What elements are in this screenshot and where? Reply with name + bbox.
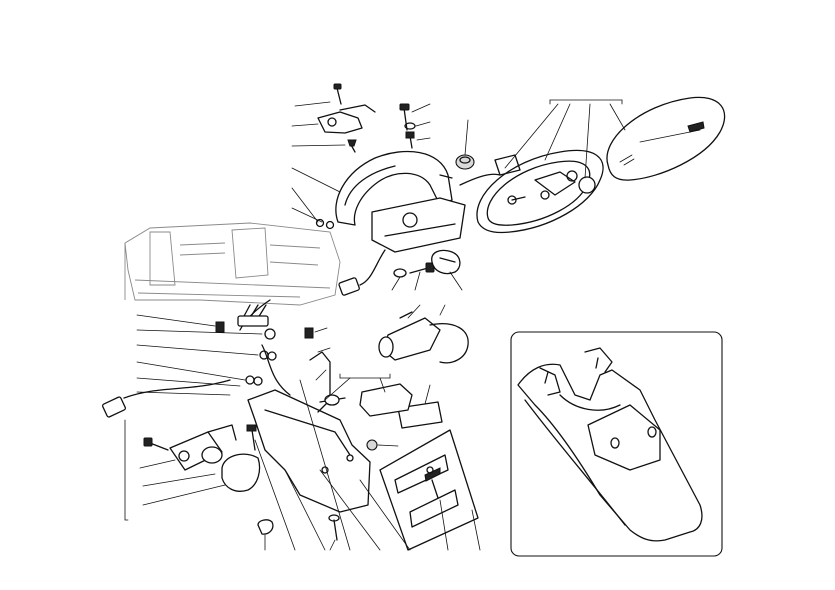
license-plate-frame xyxy=(379,429,479,551)
plate-light xyxy=(366,439,378,451)
tail-bracket xyxy=(315,197,466,253)
grab-handle xyxy=(335,150,453,226)
tail-light-lens xyxy=(606,96,726,181)
rear-turn-signal-left xyxy=(143,424,237,471)
left-connector xyxy=(101,379,231,418)
turn-signal-lens-left xyxy=(221,453,261,492)
rear-frame xyxy=(124,222,341,306)
rear-turn-signal-right xyxy=(319,383,413,417)
plate-holder-bracket xyxy=(247,351,371,513)
lower-fasteners xyxy=(246,424,340,541)
rear-mudguard xyxy=(517,347,703,542)
rubber-grommet xyxy=(455,154,475,170)
turn-signal-upper xyxy=(378,311,469,364)
handle-screws xyxy=(399,103,416,149)
center-fasteners xyxy=(393,249,461,278)
leader-lines xyxy=(124,99,626,551)
tail-light-housing xyxy=(459,149,604,234)
nut-set xyxy=(215,304,314,386)
upper-fastener-bracket xyxy=(317,83,376,153)
